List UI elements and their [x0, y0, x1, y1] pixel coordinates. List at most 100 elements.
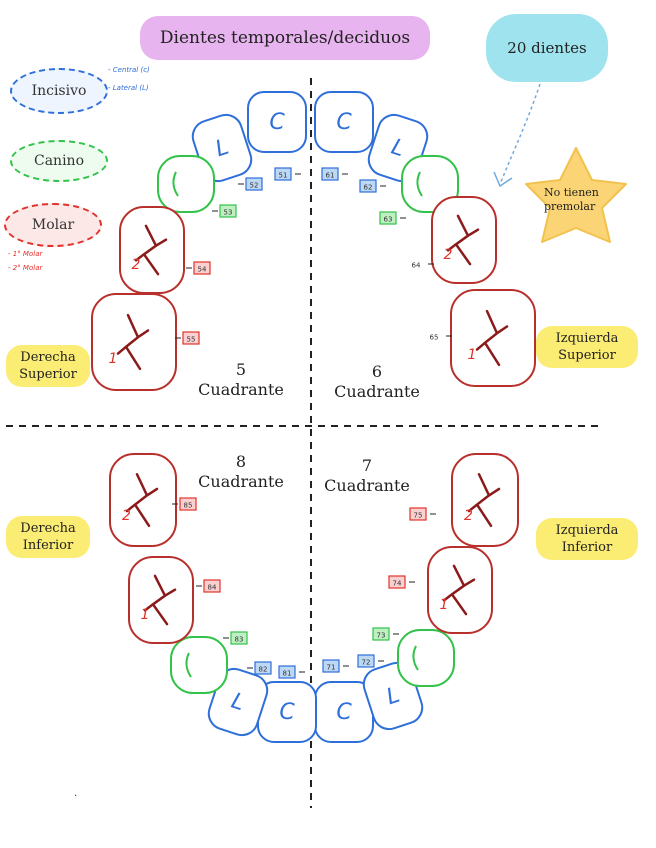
tag-box [254, 661, 272, 675]
quadrant-8-word: Cuadrante [198, 472, 284, 491]
tag-label: 72 [362, 659, 371, 667]
tag-box [203, 579, 221, 593]
tooth-outline [401, 155, 459, 213]
label-izquierda-inferior-2: Inferior [561, 540, 613, 555]
tooth-tag-51: 51 [274, 167, 301, 181]
tag-box [193, 261, 211, 275]
tooth-mark: 1 [468, 347, 477, 363]
incisivo-note-lateral: - Lateral (L) [108, 84, 149, 92]
molar-note-first: - 1° Molar [8, 250, 43, 258]
tooth-outline [314, 91, 374, 153]
tag-label: 84 [208, 584, 217, 592]
quadrant-7-number: 7 [361, 456, 373, 475]
legend-molar: Molar [4, 203, 102, 247]
tooth-fissure [134, 224, 168, 276]
tooth-fissure [446, 214, 480, 266]
tag-box [230, 631, 248, 645]
stray-dot: . [74, 788, 78, 799]
tag-box [245, 177, 263, 191]
quadrant-5: 5 Cuadrante [186, 360, 296, 400]
label-izquierda-superior-2: Superior [558, 348, 616, 363]
tooth-tag-55: 55 [175, 331, 200, 345]
tooth-fissure [125, 472, 159, 528]
quadrant-6: 6 Cuadrante [322, 362, 432, 402]
tooth-tag-84: 84 [196, 579, 221, 593]
label-derecha-superior-2: Superior [19, 367, 77, 382]
tooth-mark: C [336, 110, 352, 135]
tooth-tag-74: 74 [388, 575, 415, 589]
tooth-outline [157, 155, 215, 213]
tag-label: 74 [393, 580, 402, 588]
tooth-outline [397, 629, 455, 687]
tooth-tag-85: 85 [172, 497, 197, 511]
tooth-82: L [207, 667, 269, 737]
tooth-tag-75: 75 [409, 507, 436, 521]
tooth-63 [401, 155, 459, 213]
incisivo-note-central: - Central (c) [108, 66, 150, 74]
quadrant-5-number: 5 [235, 360, 247, 379]
tag-label: 71 [327, 664, 336, 672]
tooth-tag-72: 72 [357, 654, 384, 668]
tooth-tag-53: 53 [212, 204, 237, 218]
tag-label: 83 [235, 636, 244, 644]
legend-canino: Canino [10, 140, 108, 182]
tag-box [322, 659, 340, 673]
legend-incisivo: Incisivo [10, 68, 108, 114]
tag-label: 63 [384, 216, 393, 224]
tooth-mark: 2 [464, 508, 473, 524]
tag-label: 55 [187, 336, 196, 344]
tooth-84: 1 [128, 556, 194, 644]
tooth-mark: 2 [132, 257, 141, 273]
tooth-mark: 2 [122, 508, 131, 524]
tag-box [182, 331, 200, 345]
tooth-tag-61: 61 [321, 167, 348, 181]
tooth-tag-82: 82 [247, 661, 272, 675]
tooth-tag-65: 65 [430, 334, 452, 342]
canine-curve [412, 645, 419, 671]
teeth-count: 20 dientes [486, 14, 608, 82]
tooth-mark: C [336, 700, 352, 725]
tooth-tag-54: 54 [186, 261, 211, 275]
tooth-51: C [247, 91, 307, 153]
tag-label: 82 [259, 666, 268, 674]
tooth-65: 1 [450, 289, 536, 387]
tag-box [359, 179, 377, 193]
tag-label: 64 [412, 262, 421, 270]
quadrant-8-number: 8 [235, 452, 247, 471]
tooth-tag-62: 62 [359, 179, 386, 193]
tag-label: 54 [198, 266, 207, 274]
tag-box [379, 211, 397, 225]
molar-note-second: - 2° Molar [8, 264, 43, 272]
tooth-73 [397, 629, 455, 687]
tooth-tag-73: 73 [372, 627, 399, 641]
tag-label: 81 [283, 670, 292, 678]
tooth-fissure [116, 313, 150, 371]
tooth-mark: C [279, 700, 295, 725]
tag-label: 61 [326, 172, 335, 180]
tooth-outline [170, 636, 228, 694]
tag-label: 62 [364, 184, 373, 192]
tooth-53 [157, 155, 215, 213]
tooth-mark: 2 [444, 247, 453, 263]
label-derecha-inferior-2: Inferior [22, 538, 74, 553]
tag-box [274, 167, 292, 181]
quadrant-6-word: Cuadrante [334, 382, 420, 401]
page-title: Dientes temporales/deciduos [140, 16, 430, 60]
quadrant-7-word: Cuadrante [324, 476, 410, 495]
tooth-tag-52: 52 [238, 177, 263, 191]
tag-box [388, 575, 406, 589]
label-derecha-inferior-1: Derecha [20, 521, 76, 536]
label-izquierda-superior-1: Izquierda [555, 331, 619, 346]
tag-box [372, 627, 390, 641]
tooth-mark: 1 [440, 597, 449, 613]
label-derecha-superior: Derecha Superior [6, 345, 90, 387]
canine-curve [185, 652, 192, 678]
tooth-outline [207, 667, 269, 737]
tag-label: 53 [224, 209, 233, 217]
tooth-mark: 1 [109, 351, 118, 367]
tag-label: 51 [279, 172, 288, 180]
tag-box [409, 507, 427, 521]
label-izquierda-superior: Izquierda Superior [536, 326, 638, 368]
tag-box [278, 665, 296, 679]
tag-box [357, 654, 375, 668]
